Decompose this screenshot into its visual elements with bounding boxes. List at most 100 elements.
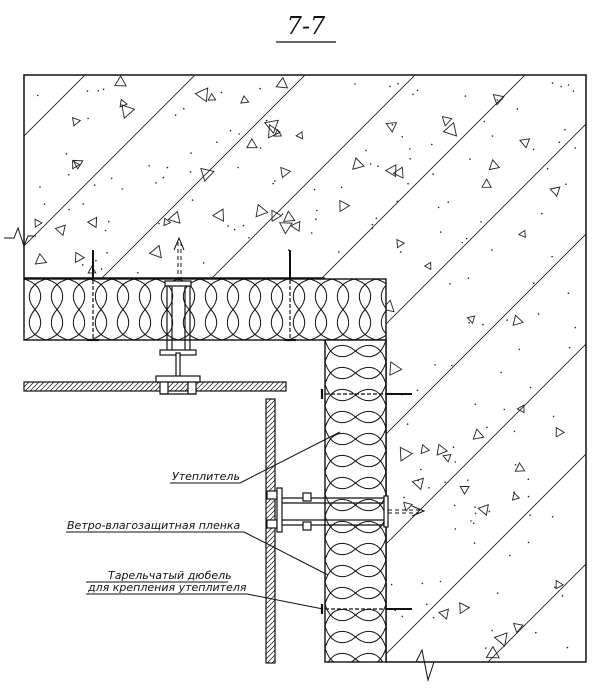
aggregate-dot xyxy=(108,220,110,223)
aggregate-dot xyxy=(338,251,340,253)
aggregate-dot xyxy=(315,218,317,220)
aggregate-stone xyxy=(389,361,403,376)
insulation-wave xyxy=(325,449,386,473)
aggregate-dot xyxy=(265,119,268,122)
cladding-hatch-line xyxy=(266,629,275,640)
aggregate-dot xyxy=(551,255,553,258)
cladding-hatch-line xyxy=(266,569,275,580)
cladding-hatch-line xyxy=(266,449,275,460)
aggregate-dot xyxy=(401,615,404,618)
aggregate-dot xyxy=(242,224,245,227)
aggregate-dot xyxy=(407,182,409,185)
aggregate-stone xyxy=(466,315,476,325)
cladding-hatch-line xyxy=(79,382,90,391)
cladding-hatch-line xyxy=(279,384,286,391)
aggregate-stone xyxy=(472,428,485,440)
insulation-wave xyxy=(89,279,113,340)
cladding-hatch-line xyxy=(266,609,275,620)
aggregate-stone xyxy=(339,199,351,213)
insulation-wave xyxy=(328,647,386,662)
aggregate-dot xyxy=(216,141,218,143)
cladding-hatch-line xyxy=(69,382,80,391)
aggregate-dot xyxy=(274,180,276,182)
aggregate-stone xyxy=(86,216,98,229)
aggregate-dot xyxy=(106,252,108,254)
aggregate-dot xyxy=(500,371,502,374)
aggregate-dot xyxy=(316,209,318,212)
insulation-wave xyxy=(24,279,47,340)
aggregate-stone xyxy=(459,602,471,615)
aggregate-stone xyxy=(396,238,406,249)
insulation-wave xyxy=(221,279,245,340)
aggregate-dot xyxy=(428,487,430,489)
cladding-hatch-line xyxy=(129,382,140,391)
aggregate-dot xyxy=(533,282,535,285)
cladding-hatch-line xyxy=(266,474,275,485)
aggregate-dot xyxy=(406,423,409,425)
insulation-wave xyxy=(67,279,91,340)
aggregate-dot xyxy=(82,203,84,205)
aggregate-dot xyxy=(551,516,554,518)
aggregate-stone xyxy=(492,94,505,106)
aggregate-stone xyxy=(271,209,283,222)
aggregate-dot xyxy=(560,85,562,88)
aggregate-dot xyxy=(237,166,239,169)
aggregate-stone xyxy=(194,87,209,103)
aggregate-dot xyxy=(470,520,472,522)
aggregate-dot xyxy=(191,199,194,201)
aggregate-dot xyxy=(421,582,424,585)
aggregate-dot xyxy=(259,147,262,149)
concrete-hatch-line xyxy=(339,75,586,662)
insulation-wave xyxy=(325,340,386,363)
aggregate-stone xyxy=(290,220,301,233)
aggregate-stone xyxy=(549,186,561,198)
aggregate-dot xyxy=(391,124,394,126)
bracket-right xyxy=(266,487,389,533)
insulation-wave xyxy=(325,603,386,627)
aggregate-dot xyxy=(137,271,139,274)
cladding-hatch-line xyxy=(224,382,235,391)
aggregate-dot xyxy=(416,389,419,392)
cladding-hatch-line xyxy=(266,594,275,605)
cladding-hatch-line xyxy=(266,554,275,565)
insulation-wave xyxy=(325,559,386,583)
aggregate-stone xyxy=(485,645,500,659)
aggregate-dot xyxy=(417,479,420,482)
insulation-wave xyxy=(325,361,386,385)
cladding-hatch-line xyxy=(266,574,275,585)
aggregate-dot xyxy=(532,148,535,151)
aggregate-dot xyxy=(155,182,157,184)
aggregate-dot xyxy=(527,541,530,544)
aggregate-dot xyxy=(425,603,428,606)
aggregate-dot xyxy=(104,229,107,232)
aggregate-dot xyxy=(506,319,508,321)
cladding-hatch-line xyxy=(266,499,275,510)
cladding-hatch-line xyxy=(266,599,275,610)
section-title: 7-7 xyxy=(287,12,326,40)
cladding-hatch-line xyxy=(266,424,275,435)
cladding-hatch-line xyxy=(64,382,75,391)
cladding-hatch-line xyxy=(266,614,275,625)
aggregate-stone xyxy=(114,75,127,87)
aggregate-dot xyxy=(486,426,488,429)
aggregate-stone xyxy=(148,244,162,259)
aggregate-dot xyxy=(574,147,576,149)
aggregate-dot xyxy=(369,163,372,165)
aggregate-dot xyxy=(190,152,192,154)
cladding-hatch-line xyxy=(114,382,125,391)
aggregate-dot xyxy=(529,514,531,516)
aggregate-dot xyxy=(409,158,412,160)
aggregate-dot xyxy=(488,510,491,513)
cladding-hatch-line xyxy=(266,419,275,430)
aggregate-dot xyxy=(259,87,262,90)
aggregate-dot xyxy=(469,158,471,160)
bracket-top xyxy=(155,280,201,395)
aggregate-stone xyxy=(352,157,365,170)
aggregate-dot xyxy=(39,186,41,188)
aggregate-dot xyxy=(449,283,451,285)
aggregate-stone xyxy=(75,251,86,264)
aggregate-dot xyxy=(281,213,284,215)
aggregate-stone xyxy=(240,95,250,104)
cladding-hatch-line xyxy=(204,382,215,391)
aggregate-dot xyxy=(97,90,100,92)
